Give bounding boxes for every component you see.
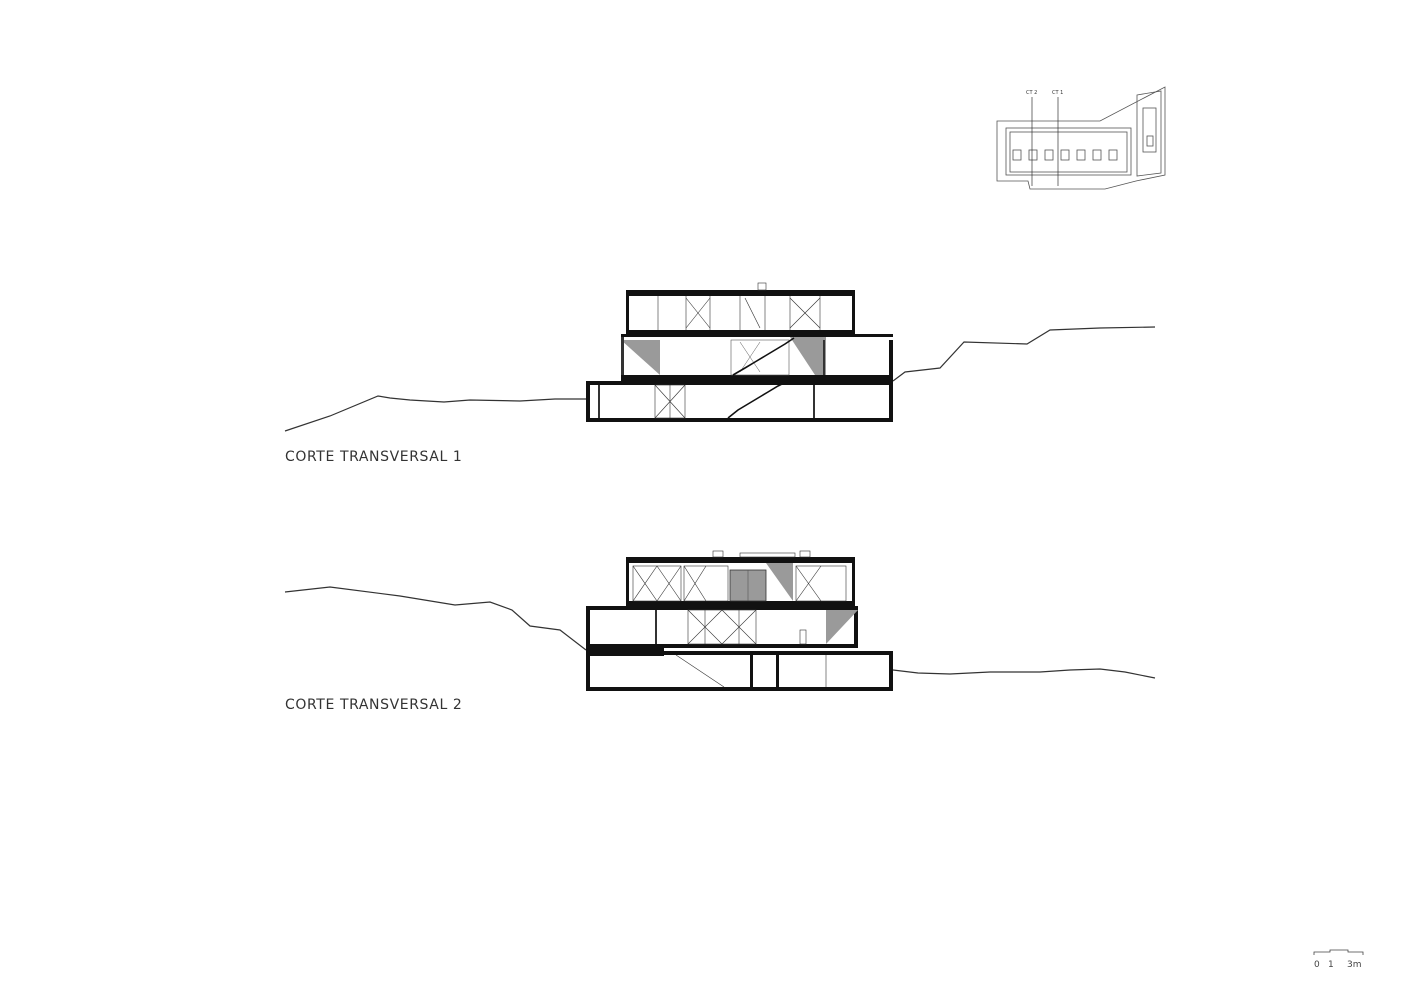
section-1-stair — [727, 337, 795, 419]
section-2-upper-level — [626, 550, 855, 606]
section-1-middle-level — [621, 334, 893, 381]
section-2-middle-level — [586, 606, 858, 648]
key-plan-openings — [1012, 149, 1118, 161]
scale-bar — [1313, 949, 1364, 955]
section-2-lower-level — [586, 648, 893, 691]
scale-label-1: 1 — [1328, 960, 1334, 970]
section-1-lower-level — [586, 381, 893, 422]
section-2-terrain-left — [284, 586, 587, 651]
scale-label-0: 0 — [1314, 960, 1320, 970]
cut-label-ct1: CT 1 — [1052, 90, 1063, 96]
cut-label-ct2: CT 2 — [1026, 90, 1037, 96]
section-2-drawing — [284, 550, 1156, 691]
key-plan — [996, 86, 1166, 190]
section-1-title: CORTE TRANSVERSAL 1 — [285, 449, 463, 465]
section-2-title: CORTE TRANSVERSAL 2 — [285, 697, 463, 713]
section-1-terrain-right — [892, 326, 1156, 382]
section-1-upper-level — [626, 282, 855, 335]
section-1-drawing — [284, 282, 1156, 432]
scale-label-3m: 3m — [1347, 960, 1362, 970]
section-1-terrain-left — [284, 395, 586, 432]
section-2-terrain-right — [892, 668, 1156, 679]
